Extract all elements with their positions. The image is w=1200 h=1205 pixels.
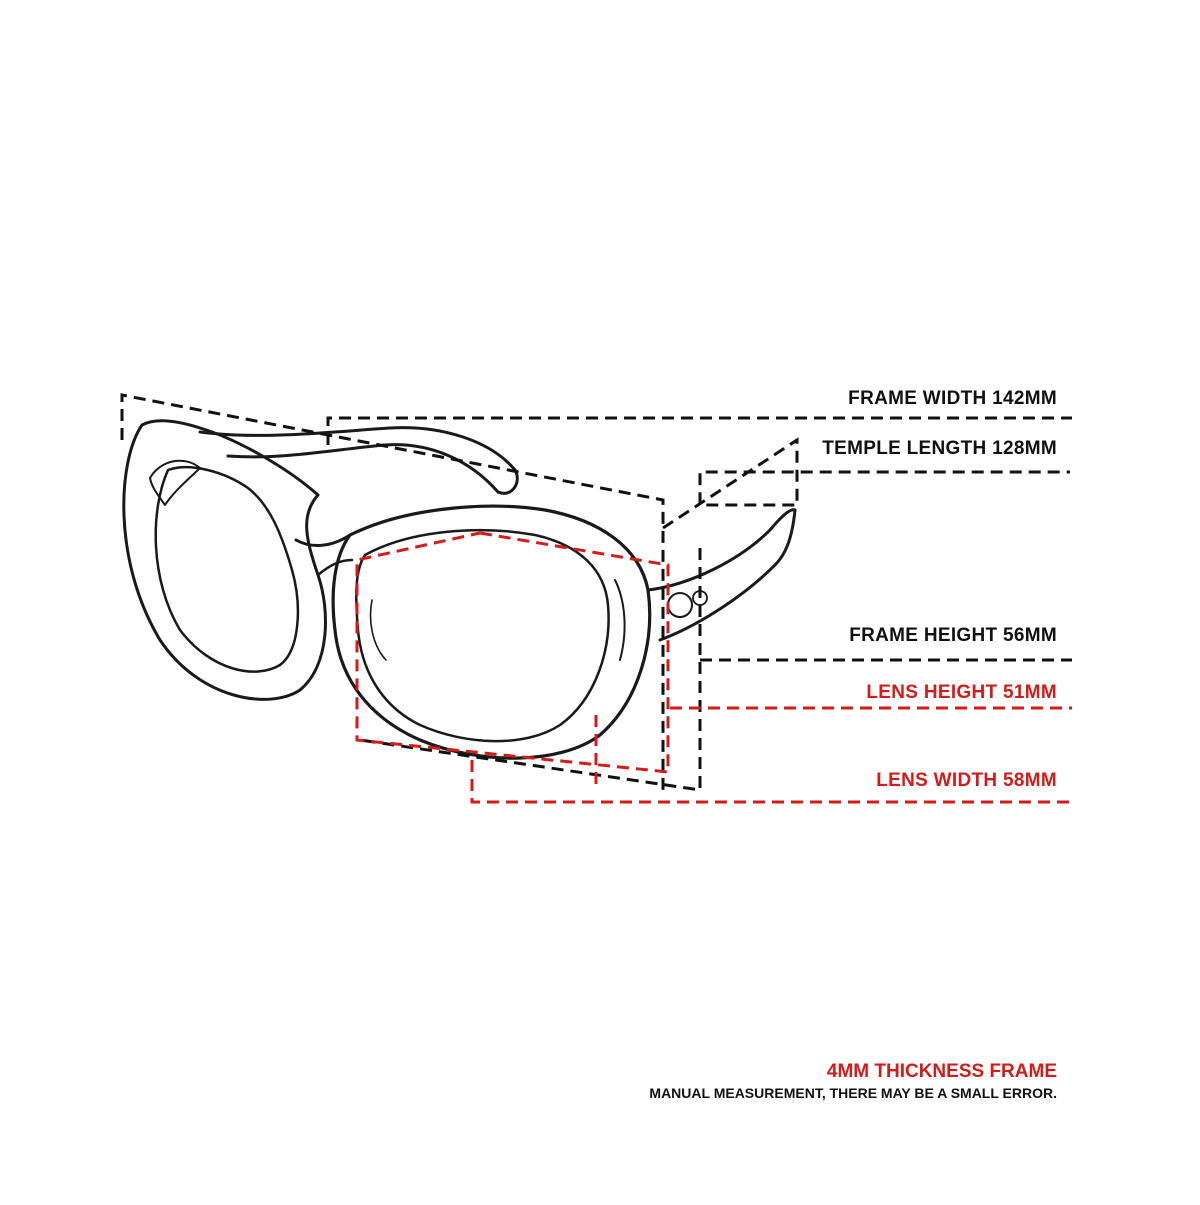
measurement-disclaimer: MANUAL MEASUREMENT, THERE MAY BE A SMALL… [649, 1085, 1057, 1101]
lens-height-box [355, 531, 670, 774]
back-rim-inner [154, 466, 300, 673]
front-rim-inner [355, 528, 610, 743]
frame-height-label: FRAME HEIGHT 56MM [849, 625, 1057, 646]
hinge-ornament [667, 592, 693, 618]
lens-highlight [369, 599, 387, 661]
frame-height-guide-vert [359, 548, 702, 792]
temple-length-guide [662, 437, 1070, 530]
back-rim-outer [122, 419, 327, 701]
back-temple-top [198, 426, 517, 472]
front-temple-top [646, 508, 797, 592]
lens-width-guide [470, 760, 1072, 804]
back-temple-bottom [226, 443, 500, 494]
lens-height-label: LENS HEIGHT 51MM [866, 682, 1057, 703]
front-rim-outer [331, 504, 652, 760]
lens-width-label: LENS WIDTH 58MM [876, 770, 1057, 791]
back-rim-cutout [149, 459, 201, 506]
frame-width-label: FRAME WIDTH 142MM [848, 388, 1057, 409]
side-shield [614, 579, 626, 661]
bridge-top [294, 533, 352, 547]
back-temple-tip [496, 468, 519, 495]
frame-width-guide-left [120, 393, 665, 790]
front-temple-bottom [658, 508, 797, 642]
bridge-bottom [316, 558, 354, 577]
temple-length-label: TEMPLE LENGTH 128MM [822, 438, 1057, 459]
thickness-note-title: 4MM THICKNESS FRAME [826, 1061, 1057, 1082]
